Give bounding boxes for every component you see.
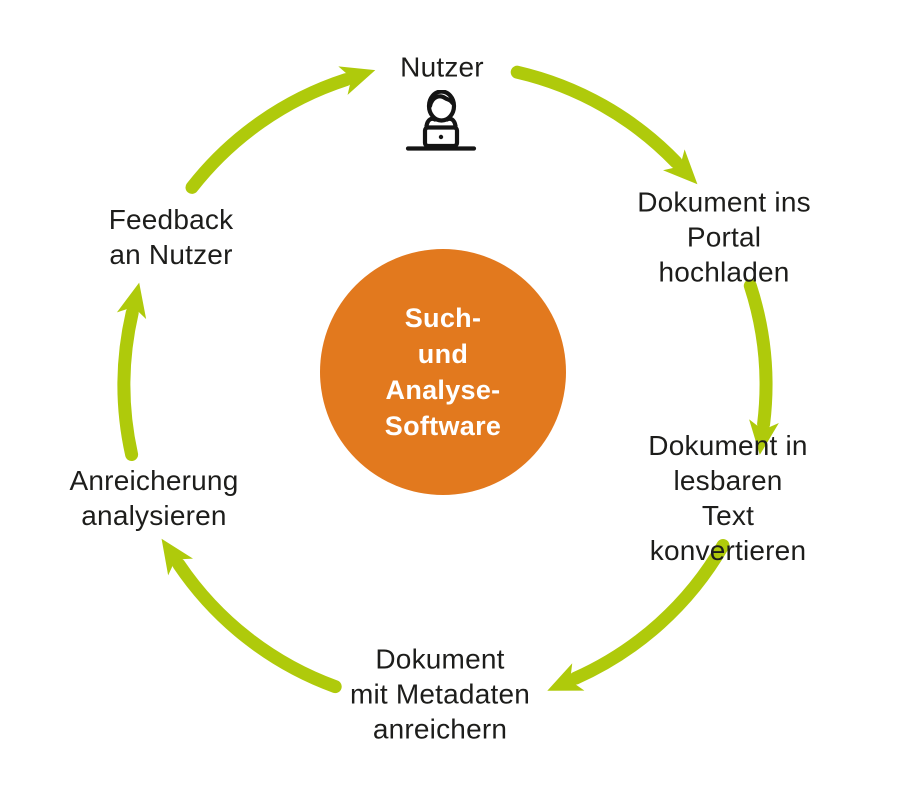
arrow-konvertieren-to-anreichern (547, 539, 730, 691)
step-label-dokument-ins-portal-hochladen: Dokument ins Portal hochladen (637, 186, 811, 288)
arrow-anreichern-to-analysieren (161, 538, 342, 694)
step-label-feedback-an-nutzer: Feedback an Nutzer (108, 204, 234, 270)
user-hair (427, 94, 455, 109)
laptop-logo-dot (438, 134, 444, 140)
user-at-laptop-icon (405, 90, 477, 151)
step-label-dokument-in-lesbaren-text-konvertieren: Dokument in lesbaren Text konvertieren (648, 430, 808, 566)
user-shoulder-right (444, 116, 458, 129)
arrow-hochladen-to-konvertieren (743, 279, 779, 455)
arrow-nutzer-to-hochladen (510, 65, 698, 185)
step-label-dokument-mit-metadaten-anreichern: Dokument mit Metadaten anreichern (349, 643, 531, 745)
arrow-feedback-to-nutzer (185, 66, 376, 194)
step-label-anreicherung-analysieren: Anreicherung analysieren (69, 465, 239, 531)
user-shoulder-left (424, 116, 438, 129)
center-circle: Such- und Analyse- Software (320, 249, 566, 495)
center-circle-label: Such- und Analyse- Software (384, 303, 502, 441)
arrow-analysieren-to-feedback (116, 282, 147, 461)
step-label-nutzer: Nutzer (400, 51, 484, 83)
